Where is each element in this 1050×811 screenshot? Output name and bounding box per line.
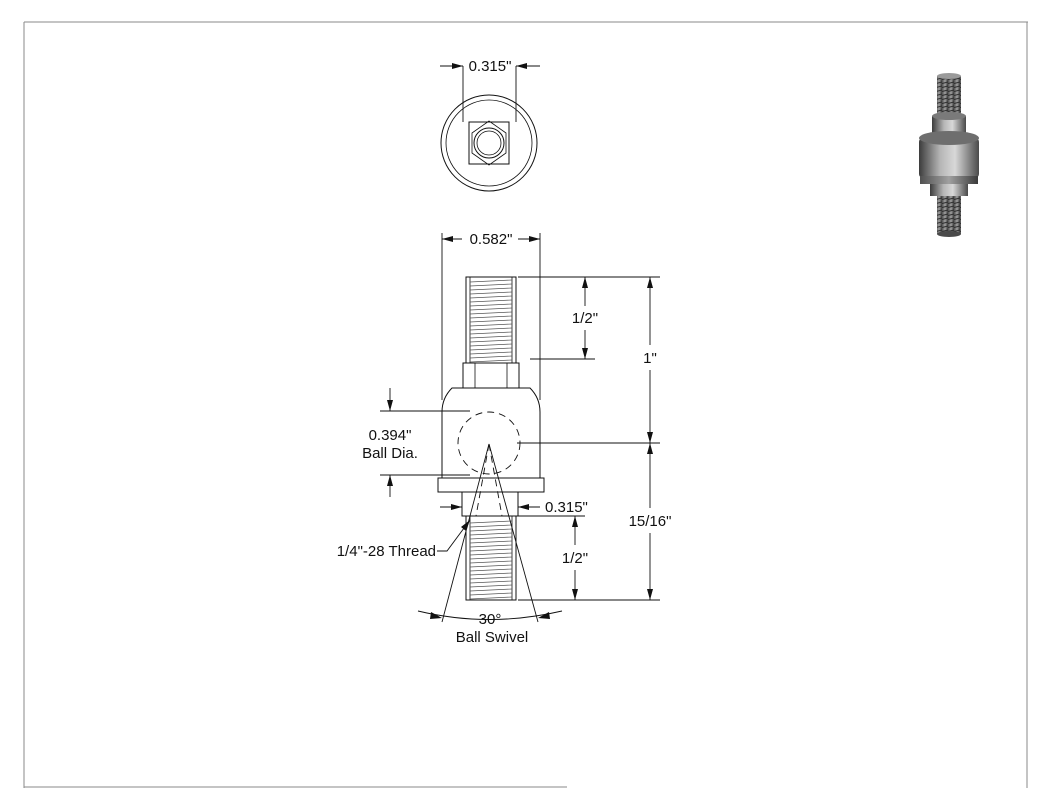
thread-line xyxy=(469,303,513,307)
thread-line xyxy=(469,351,513,355)
thread-line xyxy=(469,564,513,568)
top-view xyxy=(440,63,540,192)
thread-line xyxy=(469,355,513,359)
upper-total-length-dimension xyxy=(517,277,660,444)
lower-thread-hatch xyxy=(469,520,513,600)
thread-line xyxy=(469,524,513,528)
lower-thread-length: 1/2" xyxy=(562,550,588,567)
thread-line xyxy=(469,556,513,560)
isometric-part-render xyxy=(919,73,979,237)
overall-width-dimension: 0.582" xyxy=(470,231,513,248)
upper-thread-length-dimension xyxy=(518,276,660,360)
thread-line xyxy=(469,307,513,311)
thread-spec: 1/4"-28 Thread xyxy=(337,543,436,560)
swivel-angle: 30° xyxy=(479,611,502,628)
thread-line xyxy=(469,560,513,564)
thread-line xyxy=(469,291,513,295)
thread-line xyxy=(469,327,513,331)
width-dimension xyxy=(441,233,541,400)
thread-line xyxy=(469,315,513,319)
thread-line xyxy=(469,331,513,335)
lower-thread-length-dimension xyxy=(518,515,585,600)
upper-total-length: 1" xyxy=(643,350,657,367)
lower-hex-dimension xyxy=(440,504,540,510)
drawing-border xyxy=(23,21,1028,788)
thread-line xyxy=(469,347,513,351)
thread-line xyxy=(469,568,513,572)
thread-line xyxy=(469,596,513,600)
thread-line xyxy=(469,343,513,347)
thread-line xyxy=(469,532,513,536)
ball-diameter-dimension xyxy=(380,388,470,497)
front-view-part xyxy=(437,276,545,601)
thread-line xyxy=(469,359,513,363)
upper-thread-length: 1/2" xyxy=(572,310,598,327)
thread-line xyxy=(469,279,513,283)
thread-line xyxy=(469,319,513,323)
upper-thread-hatch xyxy=(469,279,513,363)
thread-line xyxy=(469,540,513,544)
ball-diameter-label: Ball Dia. xyxy=(362,445,418,462)
thread-line xyxy=(469,576,513,580)
thread-line xyxy=(469,572,513,576)
thread-line xyxy=(469,335,513,339)
thread-line xyxy=(469,552,513,556)
lower-total-length-dimension xyxy=(518,443,660,601)
thread-line xyxy=(469,544,513,548)
thread-line xyxy=(469,311,513,315)
swivel-label: Ball Swivel xyxy=(456,629,529,646)
swivel-angle-dimension xyxy=(417,443,563,623)
lower-hex-value: 0.315" xyxy=(545,499,588,516)
top-hex-dimension: 0.315" xyxy=(469,58,512,75)
ball-diameter-value: 0.394" xyxy=(369,427,412,444)
thread-line xyxy=(469,548,513,552)
thread-line xyxy=(469,339,513,343)
thread-line xyxy=(469,536,513,540)
thread-line xyxy=(469,287,513,291)
lower-thread xyxy=(469,516,513,600)
thread-line xyxy=(469,323,513,327)
thread-line xyxy=(469,592,513,596)
thread-line xyxy=(469,588,513,592)
lower-total-length: 15/16" xyxy=(629,513,672,530)
thread-line xyxy=(469,528,513,532)
thread-line xyxy=(469,584,513,588)
thread-line xyxy=(469,283,513,287)
thread-line xyxy=(469,520,513,524)
thread-line xyxy=(469,299,513,303)
thread-line xyxy=(469,580,513,584)
thread-line xyxy=(469,295,513,299)
